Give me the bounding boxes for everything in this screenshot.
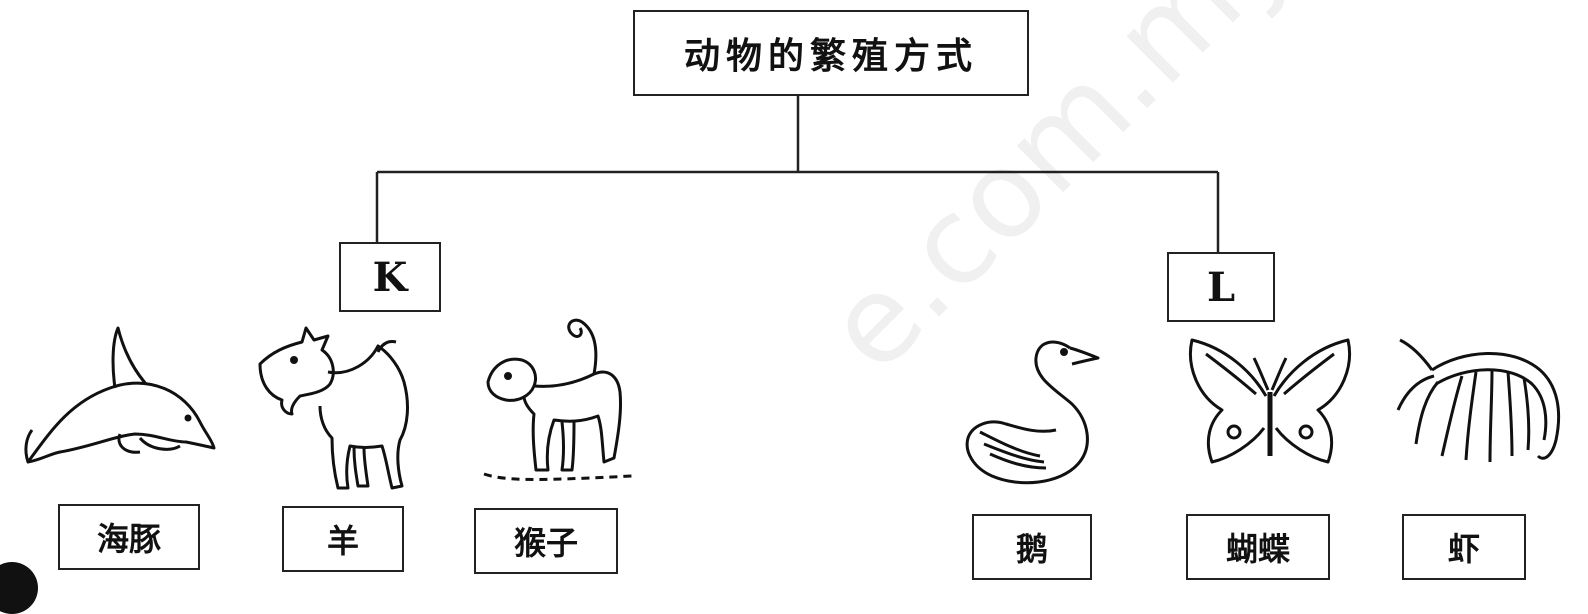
goose-icon (965, 340, 1100, 485)
animal-label-shrimp: 虾 (1402, 514, 1526, 580)
group-l-box: L (1167, 252, 1275, 322)
animal-label-dolphin: 海豚 (58, 504, 200, 570)
animal-label-goat: 羊 (282, 506, 404, 572)
connector-lines (375, 96, 1220, 252)
diagram-title: 动物的繁殖方式 (633, 10, 1029, 96)
monkey-icon (483, 318, 633, 481)
goat-icon (258, 326, 409, 490)
animal-label-goose: 鹅 (972, 514, 1092, 580)
butterfly-icon (1189, 338, 1351, 464)
dolphin-icon (24, 326, 216, 464)
animal-label-butterfly: 蝴蝶 (1186, 514, 1330, 580)
group-k-box: K (339, 242, 441, 312)
animal-label-monkey: 猴子 (474, 508, 618, 574)
shrimp-icon (1396, 338, 1561, 463)
